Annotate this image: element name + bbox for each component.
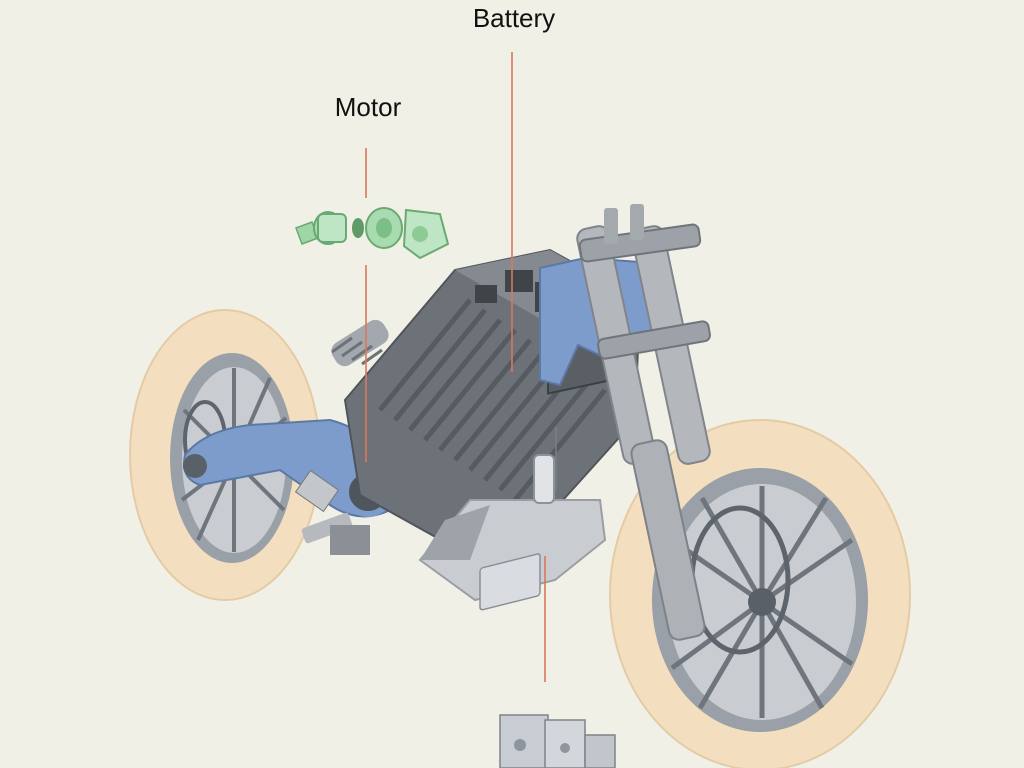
swingarm-bracket (294, 469, 340, 513)
front-forks (576, 204, 711, 641)
front-wheel-spokes (670, 486, 854, 718)
leader-lines (365, 52, 546, 682)
battery-label: Battery (472, 3, 556, 33)
motor-label: Motor (334, 92, 402, 122)
electronics-exploded-parts (479, 553, 616, 768)
footpeg (301, 512, 370, 555)
battery-cooling-fins (378, 298, 607, 502)
coolant-reservoir (533, 454, 555, 504)
front-wheel (609, 419, 911, 768)
motor-exploded-parts (295, 207, 450, 260)
